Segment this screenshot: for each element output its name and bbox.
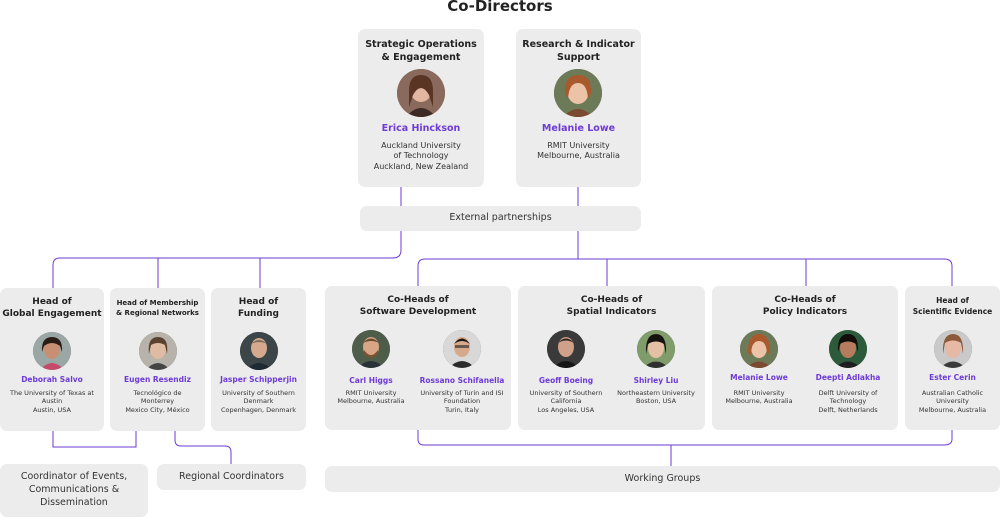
connector-line bbox=[52, 231, 402, 288]
head-card-membership: Head of Membership & Regional Networks E… bbox=[110, 288, 205, 431]
person-affiliation: RMIT University Melbourne, Australia bbox=[337, 389, 405, 406]
person-affiliation: Tecnológico de Monterrey Mexico City, Mé… bbox=[125, 389, 190, 414]
person-affiliation: Auckland University of Technology Auckla… bbox=[373, 141, 469, 171]
person-name: Carl Higgs bbox=[349, 376, 393, 385]
person-affiliation: The University of Texas at Austin Austin… bbox=[10, 389, 94, 414]
person-name: Jasper Schipperjin bbox=[220, 375, 297, 384]
avatar bbox=[139, 332, 177, 370]
role-title: Head of Scientific Evidence bbox=[912, 296, 993, 316]
person-affiliation: Australian Catholic University Melbourne… bbox=[918, 389, 987, 414]
avatar bbox=[740, 330, 778, 368]
external-partnerships-box: External partnerships bbox=[360, 206, 641, 231]
person-name: Shirley Liu bbox=[633, 376, 679, 385]
co-director-card-strategic: Strategic Operations & Engagement Erica … bbox=[358, 29, 484, 187]
role-title: Research & Indicator Support bbox=[522, 39, 635, 64]
person-affiliation: University of Southern Denmark Copenhage… bbox=[220, 389, 297, 414]
role-title: Co-Heads of Software Development bbox=[359, 295, 477, 318]
person-affiliation: RMIT University Melbourne, Australia bbox=[725, 389, 793, 406]
person-card: Melanie Lowe RMIT University Melbourne, … bbox=[719, 286, 799, 430]
page-title: Co-Directors bbox=[447, 0, 553, 15]
avatar bbox=[547, 330, 585, 368]
head-card-global-engagement: Head of Global Engagement Deborah Salvo … bbox=[0, 288, 104, 431]
avatar bbox=[240, 332, 278, 370]
avatar bbox=[934, 330, 972, 368]
person-affiliation: RMIT University Melbourne, Australia bbox=[537, 141, 620, 161]
role-title: Head of Global Engagement bbox=[2, 297, 102, 320]
co-director-card-research: Research & Indicator Support Melanie Low… bbox=[516, 29, 641, 187]
person-name: Melanie Lowe bbox=[541, 123, 616, 134]
avatar bbox=[829, 330, 867, 368]
coordinator-events-box: Coordinator of Events, Communications & … bbox=[0, 464, 148, 517]
head-card-funding: Head of Funding Jasper Schipperjin Unive… bbox=[211, 288, 306, 431]
avatar bbox=[637, 330, 675, 368]
person-card: Geoff Boeing University of Southern Cali… bbox=[525, 286, 607, 430]
person-name: Rossano Schifanella bbox=[419, 376, 505, 385]
person-name: Deepti Adlakha bbox=[815, 373, 881, 382]
connector-line bbox=[52, 431, 137, 448]
role-title: Co-Heads of Spatial Indicators bbox=[566, 295, 657, 318]
person-card: Carl Higgs RMIT University Melbourne, Au… bbox=[331, 286, 411, 430]
avatar bbox=[33, 332, 71, 370]
person-name: Deborah Salvo bbox=[21, 375, 83, 384]
person-card: Deepti Adlakha Delft University of Techn… bbox=[807, 286, 889, 430]
person-card: Rossano Schifanella University of Turin … bbox=[419, 286, 505, 430]
person-affiliation: University of Turin and ISI Foundation T… bbox=[420, 389, 504, 414]
avatar bbox=[397, 69, 445, 117]
avatar bbox=[443, 330, 481, 368]
co-heads-card-policy: Co-Heads of Policy Indicators Melanie Lo… bbox=[712, 286, 898, 430]
connector-line bbox=[417, 258, 953, 286]
role-title: Head of Membership & Regional Networks bbox=[116, 299, 199, 318]
role-title: Head of Funding bbox=[238, 297, 279, 320]
connector-line bbox=[417, 430, 953, 446]
person-name: Geoff Boeing bbox=[538, 376, 594, 385]
person-name: Eugen Resendiz bbox=[124, 375, 191, 384]
role-title: Co-Heads of Policy Indicators bbox=[762, 295, 848, 318]
co-heads-card-software: Co-Heads of Software Development Carl Hi… bbox=[325, 286, 511, 430]
person-affiliation: Northeastern University Boston, USA bbox=[617, 389, 695, 406]
person-name: Ester Cerin bbox=[929, 373, 976, 382]
head-card-scientific-evidence: Head of Scientific Evidence Ester Cerin … bbox=[905, 286, 1000, 430]
person-name: Melanie Lowe bbox=[730, 373, 788, 382]
co-heads-card-spatial: Co-Heads of Spatial Indicators Geoff Boe… bbox=[518, 286, 705, 430]
regional-coordinators-box: Regional Coordinators bbox=[157, 464, 306, 490]
person-name: Erica Hinckson bbox=[381, 123, 461, 134]
person-affiliation: University of Southern California Los An… bbox=[529, 389, 603, 414]
person-card: Shirley Liu Northeastern University Bost… bbox=[614, 286, 698, 430]
avatar bbox=[352, 330, 390, 368]
avatar bbox=[554, 69, 602, 117]
person-affiliation: Delft University of Technology Delft, Ne… bbox=[818, 389, 878, 414]
working-groups-box: Working Groups bbox=[325, 466, 1000, 492]
connector-line bbox=[174, 431, 232, 464]
role-title: Strategic Operations & Engagement bbox=[365, 39, 477, 64]
